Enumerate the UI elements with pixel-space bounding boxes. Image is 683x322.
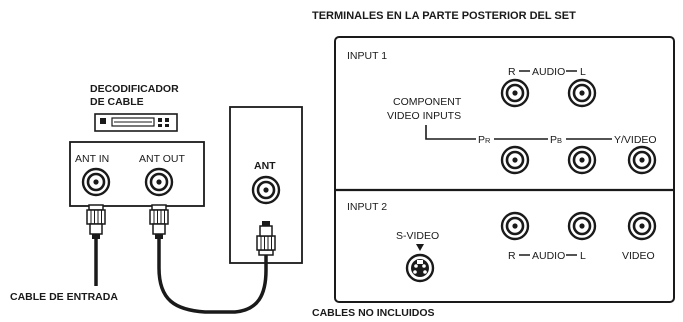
component-pr-jack[interactable] <box>500 145 530 175</box>
component-y-video-jack[interactable] <box>627 145 657 175</box>
component-video-label-line2: VIDEO INPUTS <box>387 110 461 122</box>
component-y-video-label: Y/VIDEO <box>614 134 657 146</box>
component-video-label-line1: COMPONENT <box>393 96 462 108</box>
diagram-title: TERMINALES EN LA PARTE POSTERIOR DEL SET <box>312 10 576 22</box>
jumper-cable-plug-tv <box>256 220 276 256</box>
input2-audio-l-jack[interactable] <box>567 211 597 241</box>
jumper-cable <box>157 239 268 314</box>
svideo-arrow-icon <box>416 244 424 251</box>
decoder-title-line1: DECODIFICADOR <box>90 83 179 95</box>
cable-decoder: DECODIFICADOR DE CABLE ANT IN ANT OUT <box>69 83 205 207</box>
input2-audio-label: AUDIO <box>532 250 565 262</box>
input2-section: INPUT 2 S-VIDEO R AUDIO L VIDEO <box>347 201 657 283</box>
cable-in-caption: CABLE DE ENTRADA <box>10 291 118 303</box>
input2-label: INPUT 2 <box>347 201 387 213</box>
input1-audio-r-label: R <box>508 66 516 78</box>
cables-not-included-caption: CABLES NO INCLUIDOS <box>312 307 435 319</box>
coax-cables <box>86 204 276 314</box>
component-pb-label: PB <box>550 134 562 146</box>
input1-audio-l-label: L <box>580 66 586 78</box>
component-pb-jack[interactable] <box>567 145 597 175</box>
input1-label: INPUT 1 <box>347 50 387 62</box>
decoder-ant-out-label: ANT OUT <box>139 153 185 165</box>
decoder-ant-in-label: ANT IN <box>75 153 109 165</box>
input2-audio-r-jack[interactable] <box>500 211 530 241</box>
jumper-cable-plug-decoder <box>149 204 169 240</box>
decoder-title-line2: DE CABLE <box>90 96 144 108</box>
decoder-ant-out-jack[interactable] <box>144 167 174 197</box>
tv-ant-label: ANT <box>254 160 276 172</box>
input1-section: INPUT 1 R AUDIO L COMPONENT VIDEO INPUTS… <box>347 50 657 175</box>
input1-audio-label: AUDIO <box>532 66 565 78</box>
decoder-ant-in-jack[interactable] <box>81 167 111 197</box>
input2-video-label: VIDEO <box>622 250 655 262</box>
incoming-cable-plug <box>86 204 106 240</box>
input1-audio-l-jack[interactable] <box>567 78 597 108</box>
svideo-label: S-VIDEO <box>396 230 439 242</box>
svideo-jack[interactable] <box>405 253 435 283</box>
input1-audio-r-jack[interactable] <box>500 78 530 108</box>
tv-ant-jack[interactable] <box>251 175 281 205</box>
input2-video-jack[interactable] <box>627 211 657 241</box>
component-pr-label: PR <box>478 134 491 146</box>
input2-audio-l-label: L <box>580 250 586 262</box>
decoder-box-icon <box>94 113 178 132</box>
input2-audio-r-label: R <box>508 250 516 262</box>
